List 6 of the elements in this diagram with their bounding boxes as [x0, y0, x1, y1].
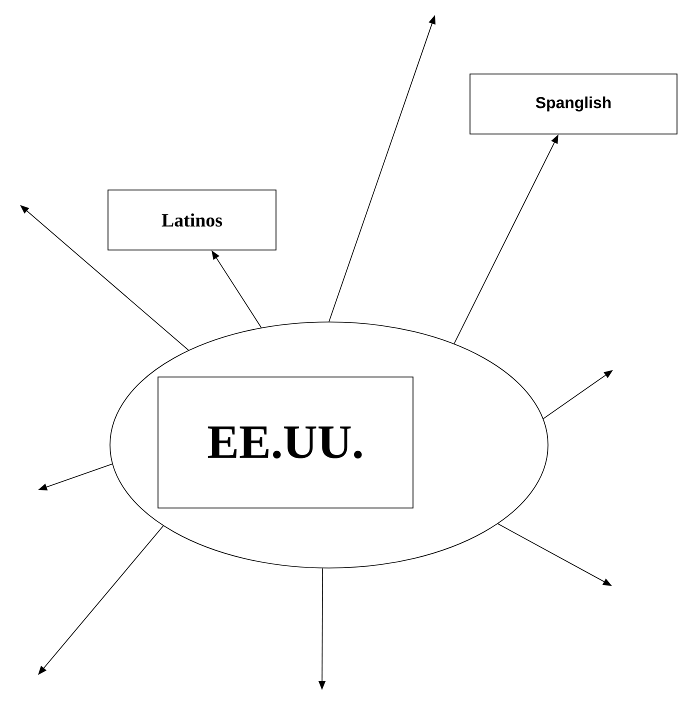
text-box: Spanglish [470, 74, 678, 134]
arrow [38, 525, 164, 675]
arrow [20, 205, 189, 351]
text-box: Latinos [108, 190, 276, 250]
inner-box: EE.UU. [158, 376, 414, 508]
ellipse [110, 322, 548, 568]
